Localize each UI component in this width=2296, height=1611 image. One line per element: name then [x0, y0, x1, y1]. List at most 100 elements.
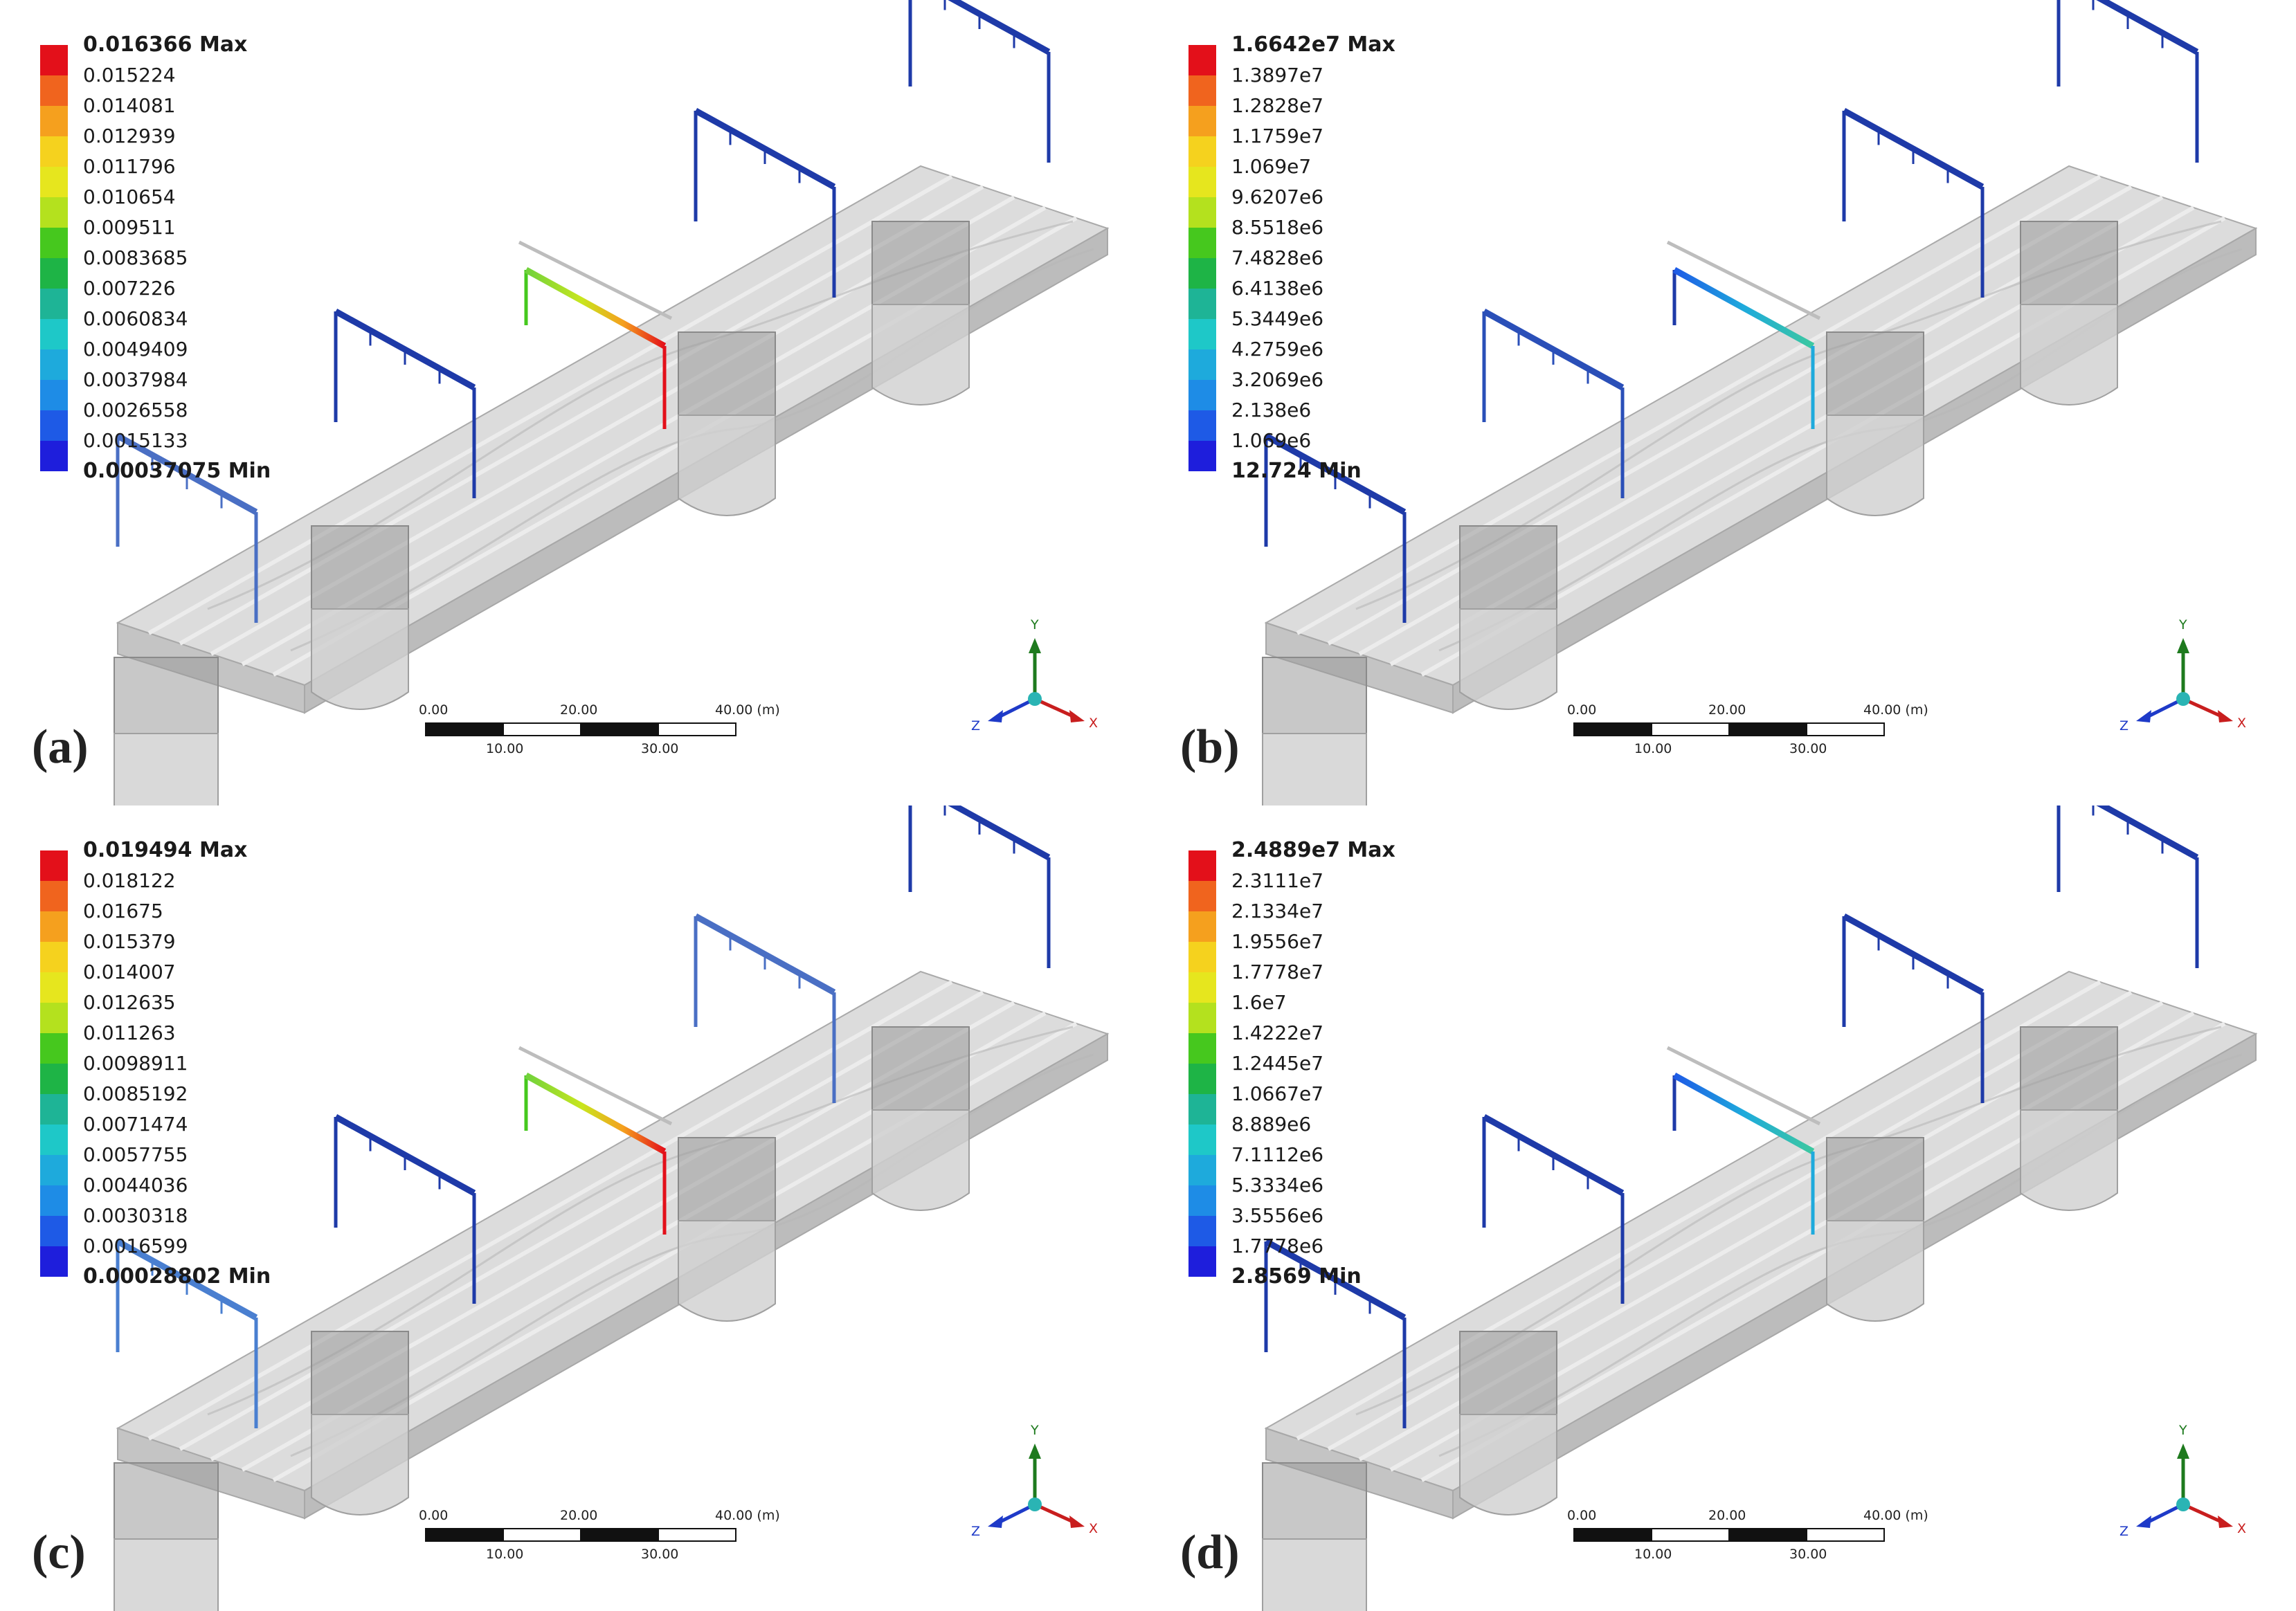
legend-swatch [40, 1246, 68, 1277]
gantry-frames [116, 806, 1051, 1428]
legend-label: 0.014081 [83, 94, 176, 117]
coordinate-triad [2136, 1444, 2233, 1528]
legend-label: 0.018122 [83, 869, 176, 892]
legend-label: 5.3449e6 [1231, 307, 1324, 330]
legend-swatch [1188, 228, 1216, 258]
axis-label-x: X [2237, 716, 2247, 731]
scale-label: 30.00 [641, 741, 679, 756]
scale-bar [425, 722, 736, 736]
scale-label: 0.00 [419, 702, 449, 718]
legend-swatch [1188, 410, 1216, 441]
axis-label-z: Z [971, 718, 981, 734]
gantry-frame [1842, 108, 1985, 298]
legend-swatch [40, 1033, 68, 1064]
legend-label: 8.5518e6 [1231, 216, 1324, 239]
legend-swatch [40, 75, 68, 106]
scale-label: 30.00 [641, 1547, 679, 1562]
gantry-frame [334, 1114, 476, 1304]
scale-label: 0.00 [1567, 1508, 1597, 1523]
legend-label: 1.069e6 [1231, 429, 1312, 452]
panel-tag: (a) [32, 720, 89, 774]
gantry-frame [116, 1239, 258, 1428]
legend-swatch [1188, 380, 1216, 410]
gantry-frame [334, 309, 476, 498]
legend-swatch [40, 167, 68, 197]
legend-swatch [40, 911, 68, 942]
legend-label: 0.010654 [83, 185, 176, 208]
gantry-frame [908, 806, 1051, 968]
legend-swatch [1188, 972, 1216, 1003]
legend-swatch [40, 228, 68, 258]
legend-max-label: 2.4889e7 Max [1231, 838, 1395, 862]
bridge-piers [114, 1026, 970, 1611]
bridge-model-view [114, 806, 1110, 1611]
legend-label: 0.0015133 [83, 429, 188, 452]
legend-swatch [1188, 1185, 1216, 1216]
gantry-frames [1264, 806, 2199, 1428]
scale-label: 10.00 [486, 741, 524, 756]
legend-swatch [1188, 319, 1216, 349]
gantry-frame [2057, 0, 2199, 163]
legend-label: 1.7778e7 [1231, 961, 1324, 983]
legend-max-label: 0.016366 Max [83, 33, 248, 57]
coordinate-triad [988, 638, 1085, 722]
legend-swatch [1188, 1033, 1216, 1064]
bridge-piers [1262, 1026, 2118, 1611]
legend-label: 0.007226 [83, 277, 176, 300]
legend-label: 1.1759e7 [1231, 125, 1324, 147]
legend-label: 0.015379 [83, 930, 176, 953]
scale-label: 10.00 [486, 1547, 524, 1562]
legend-swatch [40, 1155, 68, 1185]
scale-label: 40.00 (m) [1863, 702, 1928, 718]
legend-swatch [1188, 1246, 1216, 1277]
legend-swatch [40, 106, 68, 136]
legend-min-label: 12.724 Min [1231, 459, 1362, 483]
bridge-piers [1262, 221, 2118, 806]
legend-min-label: 0.00028802 Min [83, 1264, 271, 1289]
legend-label: 0.0071474 [83, 1113, 188, 1136]
legend-swatch [40, 319, 68, 349]
legend-label: 0.0049409 [83, 338, 188, 361]
legend-label: 1.7778e6 [1231, 1235, 1324, 1257]
legend-swatch [40, 441, 68, 471]
gantry-frame [694, 913, 836, 1103]
legend-swatch [1188, 106, 1216, 136]
axis-label-y: Y [1031, 617, 1039, 632]
legend-label: 0.012635 [83, 991, 176, 1014]
legend-swatch [40, 380, 68, 410]
legend-label: 1.2445e7 [1231, 1052, 1324, 1075]
legend-label: 1.6e7 [1231, 991, 1287, 1014]
legend-swatch [40, 881, 68, 911]
axis-label-z: Z [971, 1524, 981, 1539]
panel-tag: (c) [32, 1526, 86, 1579]
legend-min-label: 2.8569 Min [1231, 1264, 1362, 1289]
gantry-frame [1264, 1239, 1407, 1428]
gantry-frame [908, 0, 1051, 163]
bridge-model-view [1262, 0, 2258, 806]
legend-swatch [40, 197, 68, 228]
legend-label: 4.2759e6 [1231, 338, 1324, 361]
legend-swatch [1188, 349, 1216, 380]
scale-label: 10.00 [1634, 1547, 1672, 1562]
gantry-frames [116, 0, 1051, 623]
panel-tag: (b) [1180, 720, 1240, 774]
scale-label: 40.00 (m) [715, 1508, 780, 1523]
axis-label-y: Y [2179, 617, 2187, 632]
legend-swatch [1188, 1064, 1216, 1094]
axis-label-z: Z [2119, 1524, 2129, 1539]
axis-label-y: Y [1031, 1423, 1039, 1438]
gantry-frames [1264, 0, 2199, 623]
legend-label: 2.1334e7 [1231, 900, 1324, 922]
axis-label-x: X [1089, 716, 1099, 731]
legend-swatch [1188, 197, 1216, 228]
legend-label: 1.2828e7 [1231, 94, 1324, 117]
legend-label: 0.0030318 [83, 1204, 188, 1227]
coordinate-triad [2136, 638, 2233, 722]
panel-tag: (d) [1180, 1526, 1240, 1579]
bridge-piers [114, 221, 970, 806]
legend-label: 0.0016599 [83, 1235, 188, 1257]
legend-label: 0.0060834 [83, 307, 188, 330]
legend-label: 1.069e7 [1231, 155, 1312, 178]
